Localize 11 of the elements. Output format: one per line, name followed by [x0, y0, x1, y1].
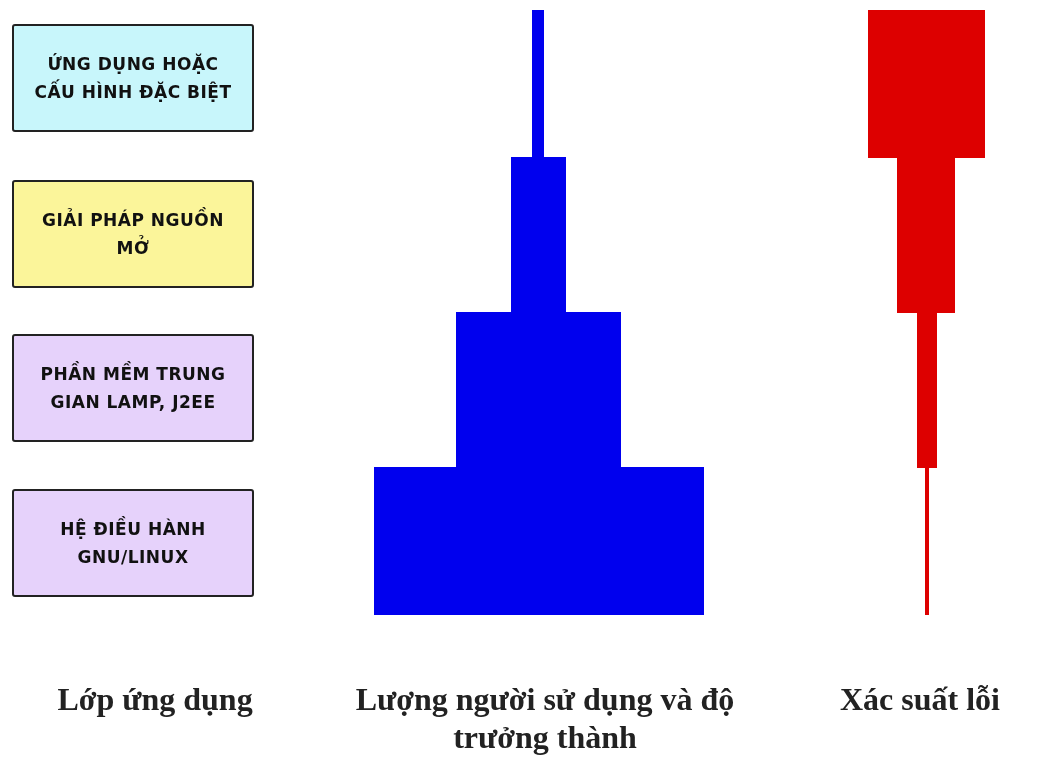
layer-name: GIẢI PHÁP NGUỒN MỞ — [14, 206, 252, 262]
layer-box — [12, 334, 254, 442]
column-heading: Xác suất lỗi — [839, 680, 1001, 718]
layer-box — [12, 489, 254, 597]
column-heading: Lượng người sử dụng và độ trưởng thành — [354, 680, 736, 756]
layer-name: ỨNG DỤNG HOẶC CẤU HÌNH ĐẶC BIỆT — [33, 52, 233, 104]
layer-name: HỆ ĐIỀU HÀNH GNU/LINUX — [14, 515, 252, 571]
layer-box — [12, 180, 254, 288]
layer-box — [12, 24, 254, 132]
column-heading: Lớp ứng dụng — [56, 680, 254, 718]
layer-name: PHẦN MỀM TRUNG GIAN LAMP, J2EE — [14, 360, 252, 416]
